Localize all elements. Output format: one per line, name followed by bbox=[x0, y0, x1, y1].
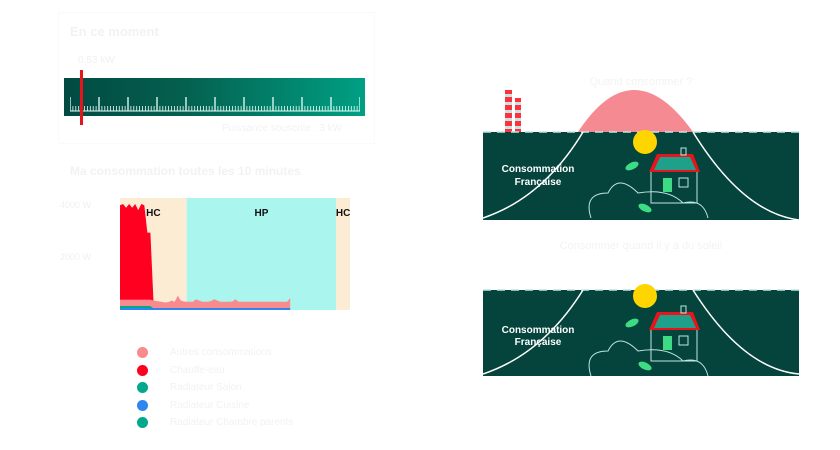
legend-dot bbox=[137, 399, 148, 411]
consumption-curve bbox=[483, 131, 799, 220]
illustration-panel-peak: Quand consommer ? Consommation Française bbox=[483, 68, 799, 220]
gauge-scale bbox=[70, 97, 360, 112]
series-area bbox=[120, 308, 291, 310]
consumption-curve bbox=[483, 289, 799, 375]
period-label: HC bbox=[336, 208, 350, 219]
series-area bbox=[120, 295, 291, 309]
y-tick-label: 2000 W bbox=[60, 252, 92, 262]
legend-dot bbox=[137, 364, 148, 376]
sun-icon bbox=[633, 284, 657, 308]
solar-illustration: Consommation Française bbox=[483, 284, 799, 376]
leaf-icon bbox=[625, 318, 639, 328]
legend-item[interactable]: Radiateur Cuisine bbox=[137, 397, 317, 415]
leaf-icon bbox=[638, 361, 652, 371]
period-band bbox=[186, 198, 337, 310]
peak-illustration: Consommation Française bbox=[483, 90, 799, 220]
legend-item[interactable]: Radiateur Chambre parents bbox=[137, 414, 317, 432]
period-label: HC bbox=[146, 208, 160, 219]
legend-dot bbox=[137, 417, 148, 429]
gauge-caption: Puissance souscrite : 3 kW bbox=[222, 123, 343, 134]
gauge-value: 0.53 kW bbox=[78, 55, 115, 66]
chart-legend: Autres consommations Chauffe-eau Radiate… bbox=[137, 344, 317, 432]
legend-label: Radiateur Chambre parents bbox=[170, 417, 294, 429]
gauge-marker bbox=[79, 70, 83, 125]
curve-label: Consommation bbox=[502, 164, 575, 175]
cloud-icon bbox=[588, 182, 709, 219]
peak-area bbox=[578, 90, 693, 132]
period-band bbox=[336, 198, 350, 310]
chimney-icon bbox=[505, 90, 521, 132]
y-tick-label: 4000 W bbox=[60, 200, 92, 210]
leaf-icon bbox=[638, 203, 652, 213]
legend-label: Radiateur Cuisine bbox=[170, 399, 250, 411]
series-area bbox=[120, 306, 291, 309]
legend-item[interactable]: Autres consommations bbox=[137, 344, 317, 362]
gauge-card bbox=[58, 12, 375, 144]
panel-title: Consommer quand il y a du soleil bbox=[559, 240, 723, 252]
legend-label: Radiateur Salon bbox=[170, 382, 242, 394]
curve-label: Française bbox=[515, 177, 562, 188]
consumption-chart: 4000 W 2000 W HC HP HC bbox=[60, 198, 350, 310]
series-area bbox=[120, 203, 291, 303]
house-icon bbox=[649, 305, 700, 362]
house-icon bbox=[649, 147, 700, 204]
period-label: HP bbox=[254, 208, 268, 219]
curve-label: Française bbox=[515, 337, 562, 348]
curve-label: Consommation bbox=[502, 325, 575, 336]
chart-title: Ma consommation toutes les 10 minutes bbox=[70, 164, 301, 178]
legend-label: Autres consommations bbox=[170, 347, 272, 359]
illustration-panel-solar: Consommer quand il y a du soleil Consomm… bbox=[483, 226, 799, 376]
gauge-title: En ce moment bbox=[70, 24, 159, 39]
legend-item[interactable]: Chauffe-eau bbox=[137, 362, 317, 380]
legend-dot bbox=[137, 347, 148, 359]
leaf-icon bbox=[625, 161, 639, 171]
legend-label: Chauffe-eau bbox=[170, 364, 225, 376]
legend-item[interactable]: Radiateur Salon bbox=[137, 379, 317, 397]
panel-title: Quand consommer ? bbox=[589, 76, 693, 88]
sun-icon bbox=[633, 130, 657, 154]
legend-dot bbox=[137, 382, 148, 394]
cloud-icon bbox=[588, 340, 709, 376]
